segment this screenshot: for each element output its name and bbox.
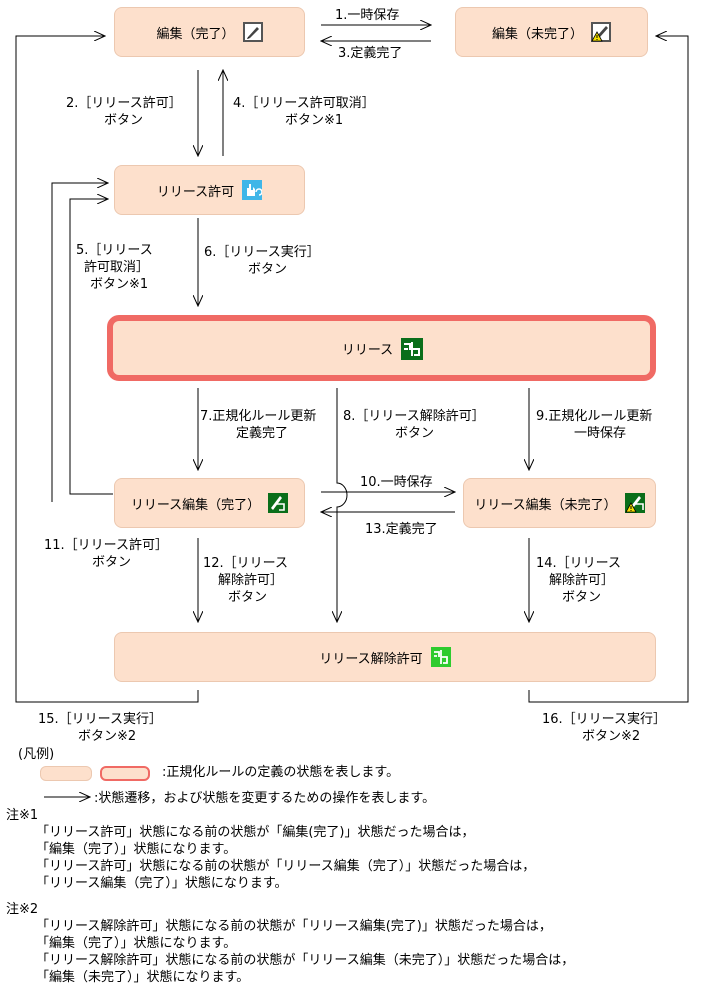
legend-states-desc: :正規化ルールの定義の状態を表します。 xyxy=(162,765,400,780)
legend-arrow-desc: :状態遷移，および状態を変更するための操作を表します。 xyxy=(94,791,436,806)
state-release-permit: リリース許可 xyxy=(114,165,305,215)
edge-15-label-line1: 15.［リリース実行］ xyxy=(38,712,163,727)
state-release-unpermit: リリース解除許可 xyxy=(114,632,656,682)
legend-title: (凡例) xyxy=(18,747,55,762)
legend-state-box xyxy=(40,766,92,781)
edge-5-arrow xyxy=(69,199,113,495)
note-1-line3: 「リリース許可」状態になる前の状態が「リリース編集（完了）」状態だった場合は， xyxy=(36,859,536,874)
edge-15-label-line2: ボタン※2 xyxy=(78,729,137,744)
hand-permit-icon xyxy=(242,180,263,200)
edge-7-label-line1: 7.正規化ルール更新 xyxy=(200,409,317,424)
edge-13-label: 13.定義完了 xyxy=(365,522,438,537)
edge-16-label-line2: ボタン※2 xyxy=(582,729,641,744)
state-release-edit-done-label: リリース編集（完了） xyxy=(130,497,261,513)
note-1-title: 注※1 xyxy=(6,808,39,823)
note-2-line3: 「リリース解除許可」状態になる前の状態が「リリース編集（未完了）」状態だった場合… xyxy=(36,953,575,968)
edge-4-label-line1: 4.［リリース許可取消］ xyxy=(233,96,375,111)
note-2-title: 注※2 xyxy=(6,902,39,917)
state-release: リリース xyxy=(107,315,656,381)
state-release-edit-done: リリース編集（完了） xyxy=(114,478,305,528)
note-1-line4: 「リリース編集（完了）」状態になります。 xyxy=(36,876,288,891)
edge-3-label: 3.定義完了 xyxy=(338,46,403,61)
state-edit-undone: 編集（未完了） xyxy=(455,7,648,57)
edge-9-label-line2: 一時保存 xyxy=(574,426,627,441)
release-edit-warning-icon xyxy=(624,493,645,513)
edge-5-label-line1: 5.［リリース xyxy=(76,243,153,258)
state-release-permit-label: リリース許可 xyxy=(156,184,235,200)
state-edit-done: 編集（完了） xyxy=(114,7,305,57)
note-2-line4: 「編集（未完了）」状態になります。 xyxy=(36,970,250,985)
edge-4-label-line2: ボタン※1 xyxy=(285,113,344,128)
state-edit-undone-label: 編集（未完了） xyxy=(491,26,583,42)
edge-8-arrow xyxy=(337,388,348,622)
release-unpermit-icon xyxy=(430,647,451,667)
release-icon xyxy=(401,338,424,360)
edge-1-label: 1.一時保存 xyxy=(335,8,400,23)
pencil-icon xyxy=(242,22,263,42)
edge-6-label-line1: 6.［リリース実行］ xyxy=(204,245,320,260)
edge-16-arrow xyxy=(528,36,689,703)
note-1-line1: 「リリース許可」状態になる前の状態が「編集(完了)」状態だった場合は， xyxy=(36,825,475,840)
edge-11-label-line2: ボタン xyxy=(92,555,132,570)
edge-16-label-line1: 16.［リリース実行］ xyxy=(542,712,667,727)
edge-7-label-line2: 定義完了 xyxy=(236,426,289,441)
edge-5-label-line2: 許可取消］ xyxy=(84,260,150,275)
edge-5-label-line3: ボタン※1 xyxy=(90,277,149,292)
edge-12-label-line3: ボタン xyxy=(228,590,268,605)
pencil-warning-icon xyxy=(591,22,611,42)
edge-2-label-line2: ボタン xyxy=(104,113,144,128)
edge-8-label-line2: ボタン xyxy=(395,426,435,441)
edge-12-label-line2: 解除許可］ xyxy=(218,573,284,588)
state-release-edit-undone: リリース編集（未完了） xyxy=(463,478,656,528)
edge-6-label-line2: ボタン xyxy=(248,262,288,277)
state-edit-done-label: 編集（完了） xyxy=(156,26,235,42)
edge-14-label-line1: 14.［リリース xyxy=(536,556,622,571)
edge-11-label-line1: 11.［リリース許可］ xyxy=(44,538,169,553)
edge-10-label: 10.一時保存 xyxy=(360,475,433,490)
edge-8-label-line1: 8.［リリース解除許可］ xyxy=(343,409,485,424)
edge-14-label-line3: ボタン xyxy=(562,590,602,605)
edge-12-label-line1: 12.［リリース xyxy=(203,556,289,571)
note-2-line2: 「編集（完了）」状態になります。 xyxy=(36,936,237,951)
note-1-line2: 「編集（完了）」状態になります。 xyxy=(36,842,237,857)
edge-15-arrow xyxy=(15,36,199,703)
edge-2-label-line1: 2.［リリース許可］ xyxy=(66,96,182,111)
note-2-line1: 「リリース解除許可」状態になる前の状態が「リリース編集(完了)」状態だった場合は… xyxy=(36,919,552,934)
legend-current-state-box xyxy=(100,766,150,781)
release-edit-icon xyxy=(268,493,289,513)
edge-11-arrow xyxy=(51,183,108,502)
edge-14-label-line2: 解除許可］ xyxy=(549,573,615,588)
state-release-unpermit-label: リリース解除許可 xyxy=(319,651,423,667)
state-release-label: リリース xyxy=(341,342,394,358)
state-release-edit-undone-label: リリース編集（未完了） xyxy=(474,497,617,513)
edge-9-label-line1: 9.正規化ルール更新 xyxy=(536,409,653,424)
